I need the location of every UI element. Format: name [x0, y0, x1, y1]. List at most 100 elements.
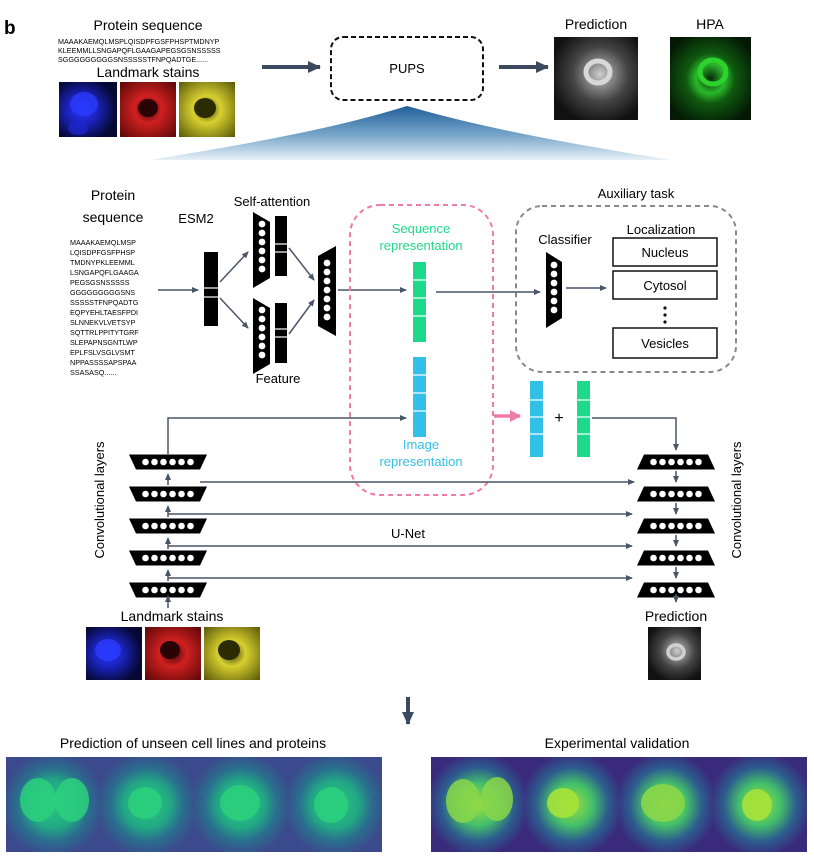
conv-layer: [637, 486, 715, 502]
model-sequence-line: GGGGGGGGGSNS: [70, 288, 135, 297]
conv-layer: [129, 518, 207, 534]
localization-vesicles-text: Vesicles: [641, 336, 689, 351]
model-sequence-line: EQPYEHLTAESFPDI: [70, 308, 138, 317]
neuron-node: [142, 554, 149, 562]
classifier-label: Classifier: [538, 232, 592, 247]
top-prediction-label: Prediction: [565, 16, 627, 32]
neuron-node: [686, 458, 693, 466]
neuron-node: [650, 458, 657, 466]
neuron-node: [258, 351, 266, 359]
neuron-node: [169, 458, 176, 466]
feature-encoder: [253, 298, 287, 374]
ellipsis-dot: [663, 320, 667, 324]
model-landmark-stains: [86, 627, 260, 680]
model-sequence-line: SSSSSTFNPQADTG: [70, 298, 139, 307]
model-prediction-image: [648, 627, 701, 680]
conv-layer: [637, 518, 715, 534]
validation-nucleus: [641, 784, 685, 822]
neuron-node: [695, 586, 702, 594]
top-hpa-nucleus: [697, 57, 729, 87]
top-sequence-line: MAAAKAEMQLMSPLQISDPFGSFPHSPTMDNYP: [58, 37, 220, 46]
unet-decoder: [637, 454, 715, 598]
neuron-node: [258, 306, 266, 314]
neuron-node: [178, 586, 185, 594]
neuron-node: [686, 586, 693, 594]
neuron-node: [151, 458, 158, 466]
model-protein-label: Protein: [91, 187, 135, 203]
neuron-node: [160, 522, 167, 530]
feature-to-fusion-arrow: [288, 299, 315, 335]
stain-nucleus-cell: [70, 92, 98, 116]
neuron-node: [258, 229, 266, 237]
neuron-node: [178, 522, 185, 530]
esm2-label: ESM2: [178, 211, 213, 226]
stain-membrane-hole: [218, 640, 240, 660]
neuron-node: [142, 586, 149, 594]
neuron-node: [550, 288, 558, 296]
ellipsis-dot: [663, 313, 667, 317]
neuron-node: [178, 490, 185, 498]
neuron-node: [160, 458, 167, 466]
experimental-validation: [431, 757, 807, 852]
pups-box: [330, 36, 484, 101]
fusion-layer: [318, 246, 336, 336]
classifier-layer: [546, 252, 562, 328]
self-attention-label: Self-attention: [234, 194, 311, 209]
pups-label: PUPS: [389, 61, 425, 76]
top-sequence-line: SGGGGGGGGGSNSSSSSTFNPQADTGE......: [58, 55, 208, 64]
neuron-node: [323, 259, 331, 267]
neuron-node: [151, 490, 158, 498]
concat-image-vector: [530, 381, 543, 457]
neuron-node: [550, 306, 558, 314]
top-hpa-image: [670, 37, 751, 120]
concat-img-bar: [530, 381, 543, 457]
neuron-node: [677, 522, 684, 530]
conv-layer: [129, 582, 207, 598]
neuron-node: [151, 554, 158, 562]
localization-cytosol-box: [612, 270, 718, 300]
neuron-node: [187, 586, 194, 594]
bottleneck-to-image-rep-arrow: [167, 415, 407, 454]
model-prediction-label: Prediction: [645, 608, 707, 624]
neuron-node: [668, 522, 675, 530]
attention-vector: [275, 216, 287, 276]
model-sequence-line: TMDNYPKLEEMML: [70, 258, 135, 267]
localization-cytosol-text: Cytosol: [643, 278, 686, 293]
seq-rep-label-1: Sequence: [392, 221, 451, 236]
model-prediction-nucleus: [666, 643, 686, 661]
stain-nucleus-cell: [95, 639, 121, 661]
validation-nucleus: [446, 779, 480, 823]
neuron-node: [695, 490, 702, 498]
localization-vesicles-box: [612, 327, 718, 359]
auxiliary-label: Auxiliary task: [598, 186, 675, 201]
unseen-nucleus: [55, 778, 89, 822]
neuron-node: [695, 458, 702, 466]
neuron-node: [151, 522, 158, 530]
neuron-node: [258, 256, 266, 264]
neuron-node: [668, 554, 675, 562]
neuron-node: [169, 554, 176, 562]
top-landmark-title: Landmark stains: [97, 64, 200, 80]
concat-sequence-vector: [577, 381, 590, 457]
bottom-right-title: Experimental validation: [545, 735, 690, 751]
neuron-node: [169, 586, 176, 594]
model-sequence-line: NPPASSSSAPSPAA: [70, 358, 137, 367]
neuron-node: [187, 458, 194, 466]
unseen-nucleus: [128, 787, 162, 819]
sequence-representation-vector: [413, 262, 426, 342]
neuron-node: [686, 522, 693, 530]
panel-label: b: [4, 18, 16, 39]
neuron-node: [550, 297, 558, 305]
neuron-node: [160, 586, 167, 594]
concat-to-decoder-arrow: [592, 417, 679, 451]
top-hpa-label: HPA: [696, 16, 724, 32]
neuron-node: [686, 490, 693, 498]
localization-nucleus-box: [612, 237, 718, 267]
model-landmark-title: Landmark stains: [121, 608, 224, 624]
neuron-node: [258, 265, 266, 273]
model-sequence-line: SLNNEKVLVETSYP: [70, 318, 136, 327]
unet-label: U-Net: [391, 526, 425, 541]
top-protein-sequence-title: Protein sequence: [94, 17, 203, 33]
conv-layer: [637, 582, 715, 598]
